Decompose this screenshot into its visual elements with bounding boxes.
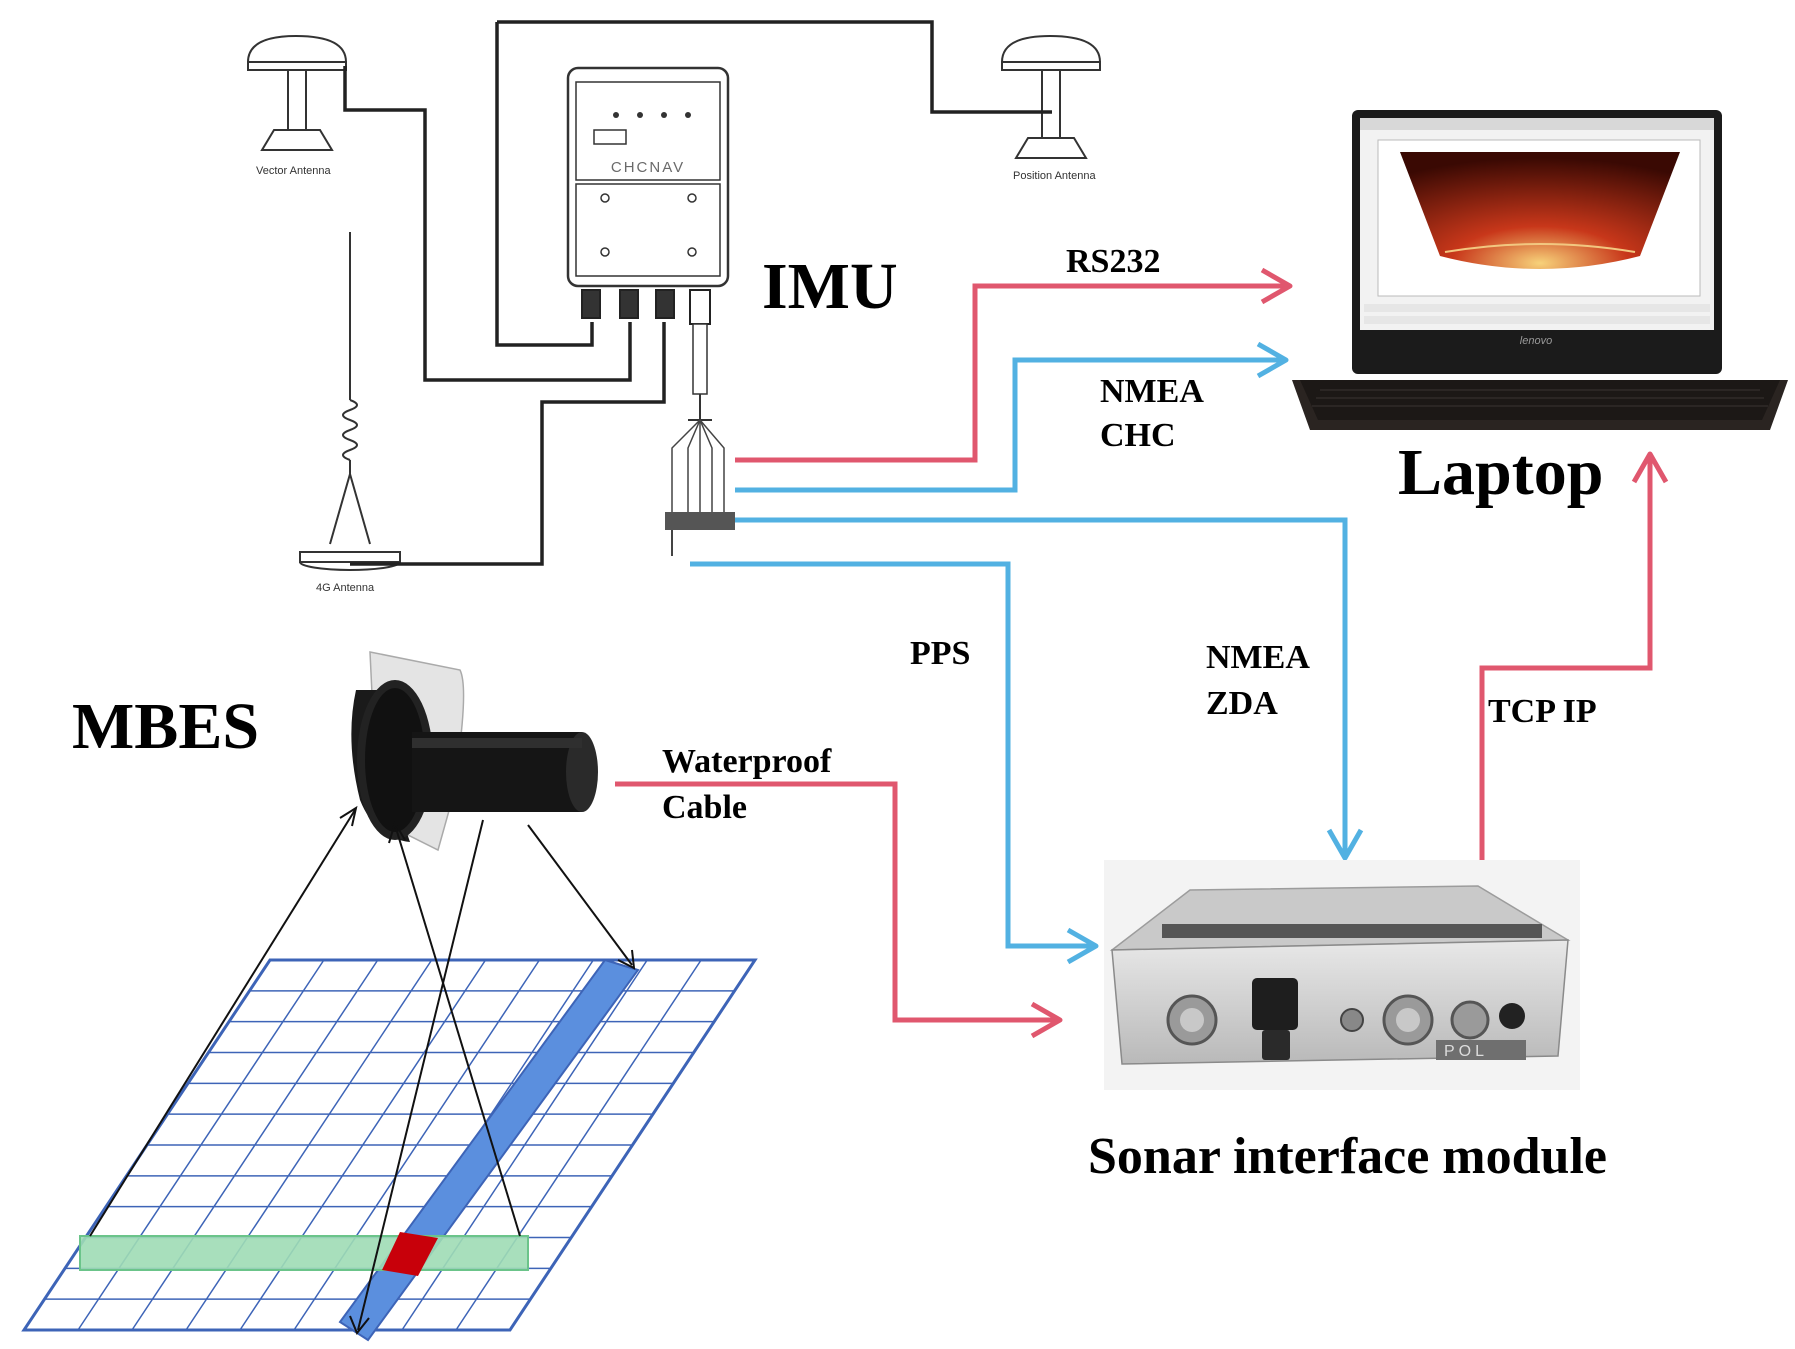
beam-lines <box>89 805 636 1335</box>
seabed-grid <box>21 958 758 1342</box>
waterproof-cable-label-line2: Cable <box>662 789 747 826</box>
across-track-swath <box>79 1235 529 1271</box>
imu-device: CHCNAV <box>566 66 735 556</box>
nmea-zda-label-line1: NMEA <box>1206 639 1310 676</box>
pps-line <box>690 561 1099 965</box>
pps-label: PPS <box>910 635 971 672</box>
waterproof-cable-label-line1: Waterproof <box>662 743 832 780</box>
footprint-cell <box>382 1232 438 1276</box>
laptop-title: Laptop <box>1398 436 1604 509</box>
nmea-chc-label-line2: CHC <box>1100 417 1176 454</box>
waterproof-cable-line <box>615 781 1063 1039</box>
tcp-ip-label: TCP IP <box>1488 693 1597 730</box>
laptop-brand: lenovo <box>1520 335 1552 347</box>
mbes-title: MBES <box>72 690 260 763</box>
vector-antenna-label: Vector Antenna <box>256 165 331 177</box>
mbes-transducer-image <box>351 651 598 852</box>
nmea-chc-label-line1: NMEA <box>1100 373 1204 410</box>
vector-antenna-icon <box>246 34 348 151</box>
sonar-interface-module-title: Sonar interface module <box>1088 1128 1607 1185</box>
imu-brand: CHCNAV <box>611 159 685 176</box>
position-antenna-icon <box>1000 34 1102 159</box>
rs232-label: RS232 <box>1066 243 1161 280</box>
antenna-wiring <box>343 20 1052 566</box>
nmea-zda-line <box>735 517 1364 861</box>
laptop-image: lenovo <box>1292 110 1788 430</box>
tcp-ip-line <box>1479 451 1669 886</box>
4g-antenna-icon <box>299 232 401 571</box>
sonar-interface-module-image: POL <box>1104 860 1580 1090</box>
nmea-zda-label-line2: ZDA <box>1206 685 1278 722</box>
sonar-brand: POL <box>1444 1043 1488 1060</box>
nmea-chc-line <box>735 341 1289 493</box>
imu-title: IMU <box>762 250 898 323</box>
rs232-line <box>735 267 1293 463</box>
position-antenna-label: Position Antenna <box>1013 170 1096 182</box>
4g-antenna-label: 4G Antenna <box>316 582 375 594</box>
